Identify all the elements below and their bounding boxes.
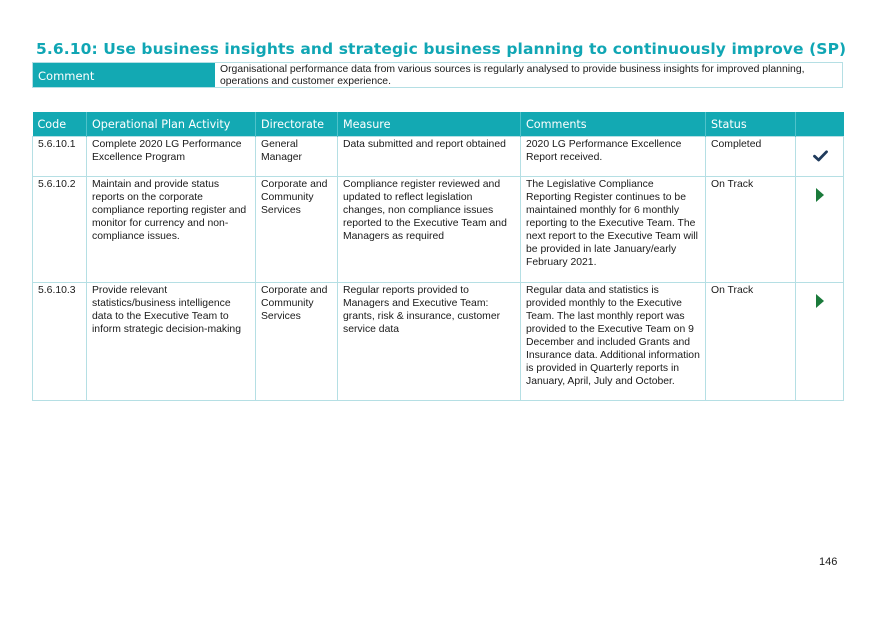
comment-box: Comment Organisational performance data … <box>32 62 843 88</box>
cell-status-icon <box>795 281 844 401</box>
header-comments: Comments <box>520 112 706 136</box>
comment-text: Organisational performance data from var… <box>220 64 805 87</box>
table-row: 5.6.10.3 Provide relevant statistics/bus… <box>32 281 844 401</box>
operational-plan-table: Code Operational Plan Activity Directora… <box>32 112 844 401</box>
cell-code: 5.6.10.2 <box>32 175 87 283</box>
header-directorate: Directorate <box>255 112 338 136</box>
play-triangle-icon <box>816 293 824 308</box>
cell-directorate: Corporate and Community Services <box>255 175 338 283</box>
cell-activity: Complete 2020 LG Performance Excellence … <box>86 135 256 177</box>
cell-status: On Track <box>705 281 796 401</box>
cell-measure: Compliance register reviewed and updated… <box>337 175 521 283</box>
cell-activity: Maintain and provide status reports on t… <box>86 175 256 283</box>
page-number: 146 <box>819 556 838 568</box>
cell-activity: Provide relevant statistics/business int… <box>86 281 256 401</box>
checkmark-icon <box>812 149 828 161</box>
cell-comments: Regular data and statistics is provided … <box>520 281 706 401</box>
header-status: Status <box>705 112 796 136</box>
header-activity: Operational Plan Activity <box>86 112 256 136</box>
cell-measure: Data submitted and report obtained <box>337 135 521 177</box>
table-header-row: Code Operational Plan Activity Directora… <box>32 112 844 136</box>
cell-status-icon <box>795 175 844 283</box>
comment-label: Comment <box>33 63 215 87</box>
table-row: 5.6.10.2 Maintain and provide status rep… <box>32 175 844 283</box>
cell-directorate: General Manager <box>255 135 338 177</box>
table-row: 5.6.10.1 Complete 2020 LG Performance Ex… <box>32 135 844 177</box>
cell-directorate: Corporate and Community Services <box>255 281 338 401</box>
section-heading: 5.6.10: Use business insights and strate… <box>36 40 847 58</box>
cell-status-icon <box>795 135 844 177</box>
header-code: Code <box>32 112 87 136</box>
header-status-icon <box>795 112 844 136</box>
play-triangle-icon <box>816 187 824 202</box>
cell-code: 5.6.10.3 <box>32 281 87 401</box>
cell-comments: The Legislative Compliance Reporting Reg… <box>520 175 706 283</box>
header-measure: Measure <box>337 112 521 136</box>
cell-status: Completed <box>705 135 796 177</box>
cell-status: On Track <box>705 175 796 283</box>
cell-comments: 2020 LG Performance Excellence Report re… <box>520 135 706 177</box>
cell-measure: Regular reports provided to Managers and… <box>337 281 521 401</box>
cell-code: 5.6.10.1 <box>32 135 87 177</box>
